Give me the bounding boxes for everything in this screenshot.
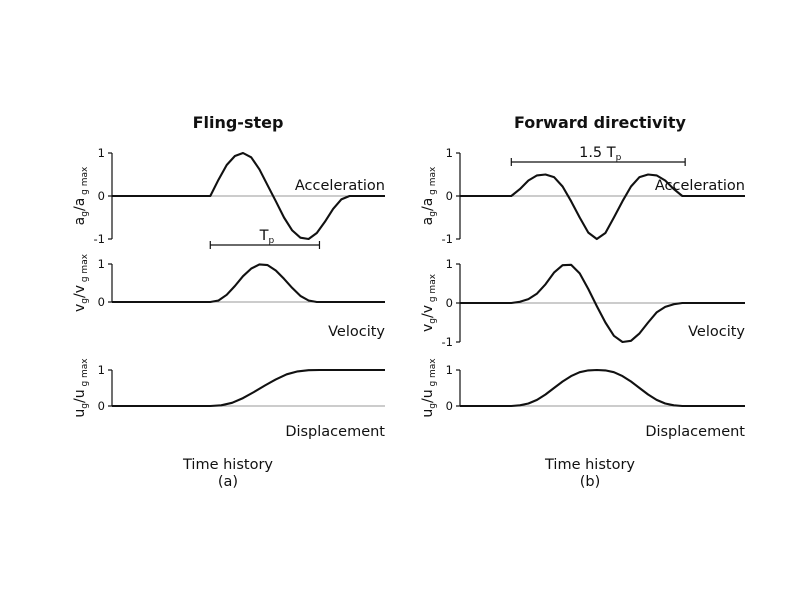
panel-caption: (a): [218, 474, 238, 490]
series-line-acceleration: [112, 151, 385, 241]
series-label: Velocity: [688, 324, 745, 340]
y-label-den-sub: g max: [80, 166, 90, 198]
series-line-velocity: [460, 263, 745, 344]
period-label: 1.5 Tp: [579, 145, 622, 163]
panel-caption: (b): [580, 474, 601, 490]
period-label: Tp: [259, 228, 275, 246]
series-line-displacement: [460, 368, 745, 408]
y-tick-label: 1: [446, 257, 453, 271]
period-annotation: Tp: [209, 228, 321, 249]
y-tick-label: -1: [442, 335, 453, 349]
y-axis-label: ug/u g max: [420, 358, 438, 418]
y-tick-label: 1: [446, 146, 453, 160]
y-label-den-sub: g max: [428, 273, 438, 305]
y-tick-label: 0: [98, 399, 105, 413]
y-label-slash: /: [420, 398, 436, 403]
y-tick-label: 1: [446, 363, 453, 377]
y-axis-label: vg/v g max: [72, 253, 90, 312]
y-label-den: v: [420, 305, 436, 313]
y-label-den: v: [72, 285, 88, 293]
y-tick-label: -1: [94, 232, 105, 246]
chart-1: Forward directivity 1 0 -1 Acceleration ag/a …: [420, 113, 745, 490]
y-label-den: u: [420, 389, 436, 398]
y-label-slash: /: [420, 313, 436, 318]
period-label-main: 1.5 T: [579, 145, 616, 161]
series-label: Displacement: [645, 424, 745, 440]
period-label-sub: p: [268, 236, 274, 246]
series-line-displacement: [112, 368, 385, 408]
period-label-main: T: [259, 228, 269, 244]
chart-title: Forward directivity: [514, 113, 687, 132]
y-tick-label: 1: [98, 146, 105, 160]
y-label-den-sub: g max: [80, 358, 90, 390]
series-line-velocity: [112, 263, 385, 304]
y-label-sub: g: [80, 403, 90, 409]
series-label: Velocity: [328, 324, 385, 340]
y-label-main: u: [420, 409, 436, 418]
y-tick-label: 1: [98, 363, 105, 377]
y-axis-label: ag/a g max: [72, 166, 90, 225]
y-label-slash: /: [420, 206, 436, 211]
y-label-main: u: [72, 409, 88, 418]
period-label-sub: p: [616, 153, 622, 163]
y-label-main: a: [420, 217, 436, 226]
series-line-acceleration: [460, 173, 745, 241]
y-axis-label: vg/v g max: [420, 273, 438, 332]
y-tick-label: -1: [442, 232, 453, 246]
y-tick-label: 0: [98, 295, 105, 309]
period-annotation: 1.5 Tp: [510, 145, 686, 166]
y-tick-label: 0: [446, 399, 453, 413]
y-label-slash: /: [72, 206, 88, 211]
y-label-main: a: [72, 217, 88, 226]
chart-title: Fling-step: [193, 113, 284, 132]
y-label-den-sub: g max: [428, 166, 438, 198]
y-label-den-sub: g max: [428, 358, 438, 390]
series-label: Acceleration: [655, 178, 745, 194]
y-tick-label: 0: [446, 296, 453, 310]
y-label-main: v: [72, 304, 88, 312]
y-label-sub: g: [428, 211, 438, 217]
y-tick-label: 0: [98, 189, 105, 203]
y-label-den: a: [420, 198, 436, 207]
x-axis-label: Time history: [544, 457, 635, 473]
y-label-den: u: [72, 389, 88, 398]
y-axis-label: ag/a g max: [420, 166, 438, 225]
y-tick-label: 0: [446, 189, 453, 203]
y-label-den: a: [72, 198, 88, 207]
y-label-sub: g: [80, 298, 90, 304]
y-axis-label: ug/u g max: [72, 358, 90, 418]
y-label-sub: g: [428, 403, 438, 409]
y-label-slash: /: [72, 398, 88, 403]
y-label-sub: g: [428, 318, 438, 324]
series-label: Acceleration: [295, 178, 385, 194]
y-label-sub: g: [80, 211, 90, 217]
series-label: Displacement: [285, 424, 385, 440]
y-label-den-sub: g max: [80, 253, 90, 285]
y-label-slash: /: [72, 293, 88, 298]
y-label-main: v: [420, 324, 436, 332]
y-tick-label: 1: [98, 257, 105, 271]
x-axis-label: Time history: [182, 457, 273, 473]
